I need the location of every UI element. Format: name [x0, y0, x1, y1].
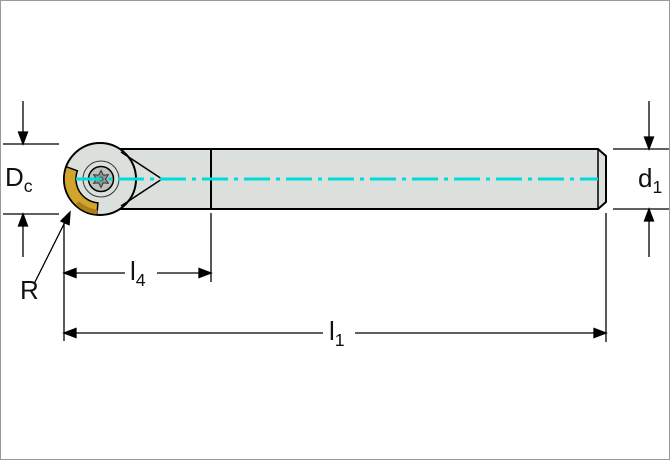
- overall-length-label: l1: [329, 318, 345, 350]
- overall-length-base: l: [329, 316, 335, 346]
- overall-length-sub: 1: [334, 330, 345, 351]
- pocket-lower-line: [120, 178, 163, 207]
- corner-radius-label: R: [20, 277, 39, 303]
- dc-arrowhead-bottom: [17, 212, 29, 227]
- shank-diameter-label: d1: [638, 165, 662, 197]
- head-length-sub: 4: [135, 270, 146, 291]
- d1-arrowhead-bottom: [643, 207, 655, 222]
- d1-arrowhead-top: [643, 136, 655, 151]
- shank-body: [210, 148, 607, 210]
- pocket-upper-line: [120, 151, 163, 180]
- radius-arrowhead: [59, 210, 71, 226]
- radius-leader-line: [33, 219, 67, 285]
- dimension-overall-length: [62, 213, 608, 342]
- insert-shadow: [76, 201, 98, 215]
- head-length-base: l: [130, 256, 136, 286]
- head-length-label: l4: [130, 258, 146, 290]
- dc-arrowhead-top: [17, 131, 29, 146]
- shank-diameter-sub: 1: [652, 177, 663, 198]
- l1-arrowhead-right: [593, 327, 608, 339]
- dimension-shank-diameter: [613, 101, 669, 257]
- l1-arrowhead-left: [62, 327, 77, 339]
- shank-diameter-base: d: [638, 163, 653, 193]
- carbide-insert: [63, 165, 99, 216]
- l4-arrowhead-left: [62, 267, 77, 279]
- cutting-diameter-label: Dc: [5, 164, 33, 196]
- corner-radius-text: R: [20, 275, 39, 305]
- dimension-head-length: [62, 213, 213, 341]
- dimension-cutting-diameter: [3, 101, 59, 257]
- radius-leader: [33, 210, 71, 285]
- cutting-diameter-sub: c: [23, 176, 33, 197]
- cutting-diameter-base: D: [5, 162, 24, 192]
- l4-arrowhead-right: [198, 267, 213, 279]
